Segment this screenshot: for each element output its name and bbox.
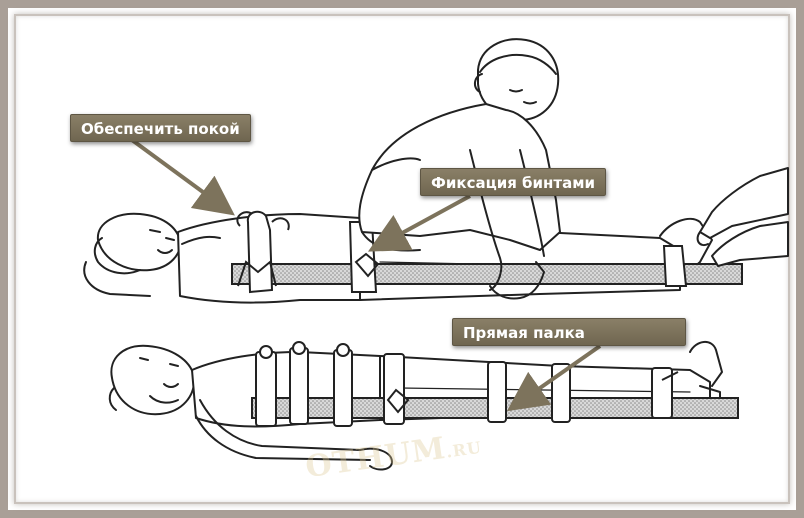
label-rest: Обеспечить покой: [70, 114, 251, 142]
label-stick: Прямая палка: [452, 318, 686, 346]
label-bandages: Фиксация бинтами: [420, 168, 606, 196]
arrow-rest: [132, 140, 222, 206]
feet-helper-hands: [698, 168, 788, 266]
watermark-suffix: .RU: [445, 438, 483, 462]
